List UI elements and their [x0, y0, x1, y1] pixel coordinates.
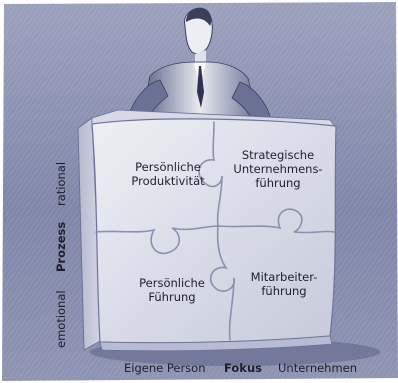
- quadrant-top-left-label: Persönliche Produktivität: [131, 160, 205, 188]
- quadrant-bottom-right-label: Mitarbeiter- führung: [250, 270, 318, 298]
- x-axis-title: Fokus: [224, 361, 262, 375]
- x-axis-left-label: Eigene Person: [124, 361, 206, 375]
- quadrant-bottom-left-label: Persönliche Führung: [139, 276, 205, 304]
- y-axis-top-label: rational: [54, 161, 68, 206]
- puzzle-lines: [95, 121, 335, 341]
- quadrant-top-right-label: Strategische Unternehmens- führung: [233, 148, 323, 190]
- y-axis-title: Prozess: [54, 221, 68, 272]
- y-axis-bottom-label: emotional: [54, 290, 68, 348]
- x-axis-right-label: Unternehmen: [278, 361, 358, 375]
